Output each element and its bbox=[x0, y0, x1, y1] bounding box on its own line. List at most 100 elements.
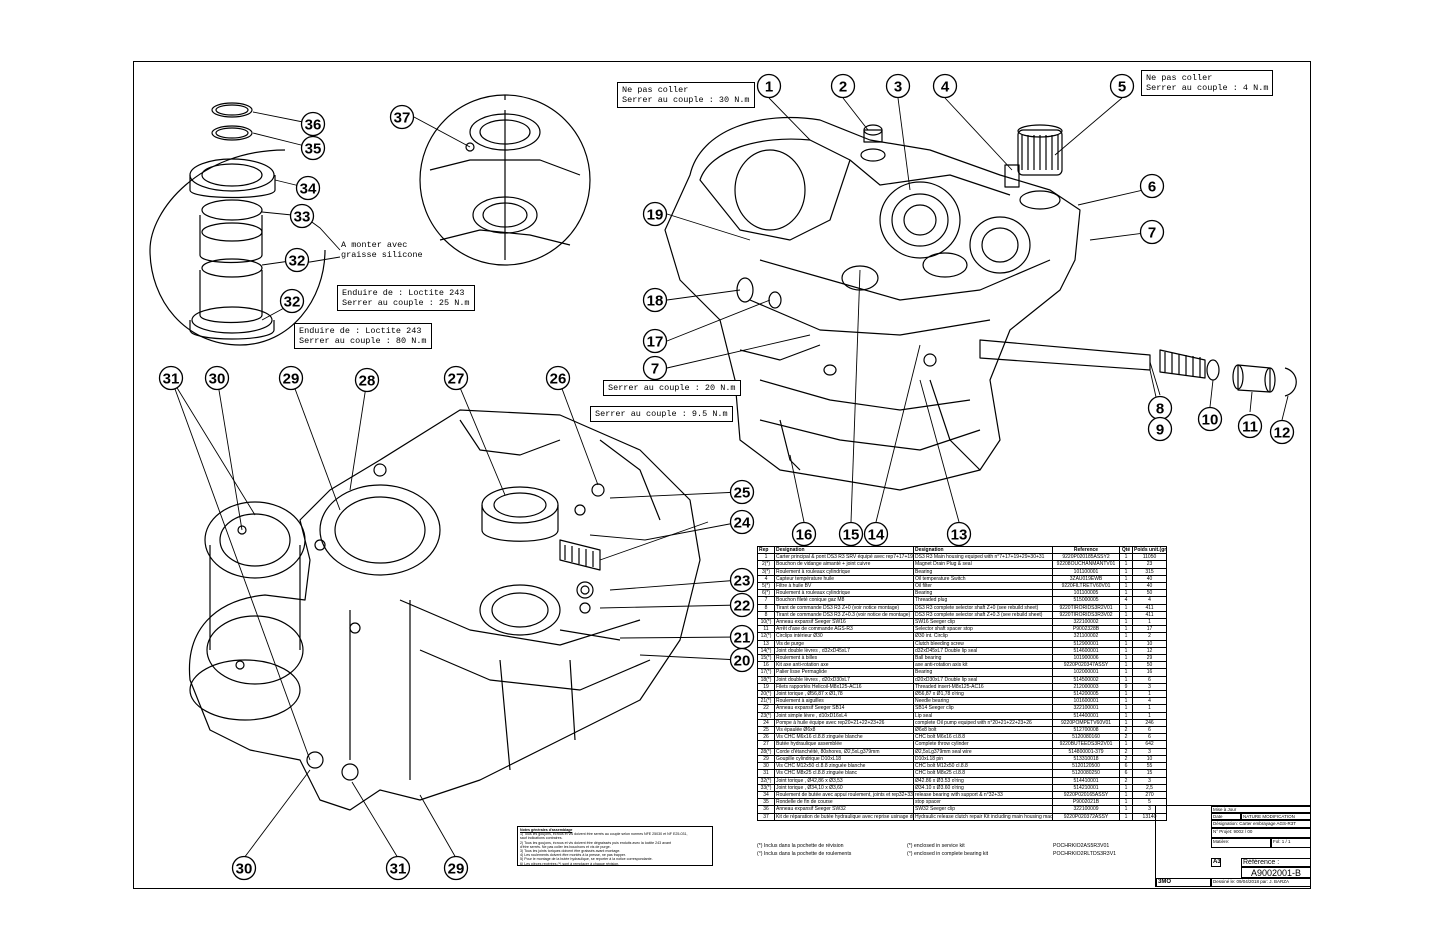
parts-cell-designation-en: Bearing bbox=[913, 589, 1053, 598]
tb-format: A3 bbox=[1211, 858, 1221, 867]
parts-cell-weight: 3 bbox=[1132, 776, 1167, 785]
parts-cell-reference: 9220TIRORIDS3R2V01 bbox=[1052, 603, 1120, 612]
parts-cell-qty: 6 bbox=[1119, 762, 1133, 771]
callout-circle bbox=[385, 855, 411, 881]
callout-circle bbox=[756, 73, 782, 99]
parts-cell-weight: 10 bbox=[1132, 639, 1167, 648]
parts-cell-designation-en: DS3 R3 Main housing equiped with n°7+17+… bbox=[913, 553, 1053, 562]
parts-cell-reference: 514200005 bbox=[1052, 690, 1120, 699]
callout-number: 13 bbox=[951, 527, 968, 544]
callout-number: 2 bbox=[839, 79, 847, 96]
callout-circle bbox=[642, 355, 668, 381]
parts-cell-reference: 514210001 bbox=[1052, 783, 1120, 792]
parts-cell-designation-en: Ø56,87 x Ø1,78 o'ring bbox=[913, 690, 1053, 699]
note-torque-4: Ne pas coller Serrer au couple : 4 N.m bbox=[1141, 70, 1274, 96]
callout-circle bbox=[1197, 406, 1223, 432]
callout-circle bbox=[204, 365, 230, 391]
parts-cell-rep: 32(*) bbox=[757, 776, 775, 785]
tb-date-label: Date bbox=[1211, 813, 1241, 820]
parts-cell-designation-fr: Capteur température huile bbox=[774, 574, 914, 584]
note-torque-30: Ne pas coller Serrer au couple : 30 N.m bbox=[617, 82, 755, 108]
callout-number: 30 bbox=[209, 371, 226, 388]
callout-number: 29 bbox=[283, 371, 300, 388]
parts-cell-rep: 30 bbox=[757, 762, 775, 771]
parts-cell-designation-en: Threaded plug bbox=[913, 596, 1053, 605]
callout-circle bbox=[443, 855, 469, 881]
parts-cell-designation-en: Bearing bbox=[913, 668, 1053, 677]
callout-number: 18 bbox=[647, 293, 664, 310]
tb-project: N° Projet: 9002 / 00 bbox=[1211, 828, 1311, 838]
parts-cell-qty: 1 bbox=[1119, 646, 1133, 656]
parts-cell-designation-fr: Anneau expansif Seeger SB14 bbox=[774, 704, 914, 713]
callout-circle bbox=[300, 111, 326, 137]
parts-cell-reference: 322100001 bbox=[1052, 704, 1120, 713]
parts-cell-weight: 1 bbox=[1132, 704, 1167, 713]
parts-cell-designation-en: Needle bearing bbox=[913, 697, 1053, 706]
parts-cell-weight: 642 bbox=[1132, 740, 1167, 749]
parts-cell-qty: 1 bbox=[1119, 654, 1133, 663]
callout-circle bbox=[729, 592, 755, 618]
parts-cell-designation-fr: Joint torique , Ø56,87 x Ø1,78 bbox=[774, 690, 914, 699]
callout-number: 35 bbox=[305, 141, 322, 158]
parts-cell-weight: 4 bbox=[1132, 697, 1167, 706]
parts-cell-designation-fr: Vis CHC M6x16 cl.8.8 zinguée blanche bbox=[774, 733, 914, 742]
parts-cell-qty: 1 bbox=[1119, 697, 1133, 706]
header-designation-en: Designation bbox=[913, 545, 1053, 555]
parts-cell-weight: 5 bbox=[1132, 798, 1167, 807]
parts-cell-qty: 1 bbox=[1119, 790, 1133, 800]
callout-circle bbox=[642, 287, 668, 313]
note-silicone: A monter avec graisse silicone bbox=[341, 240, 423, 260]
callout-number: 3 bbox=[894, 79, 902, 96]
tb-designation: Désignation: Carter embrayage AGS-R3T bbox=[1211, 820, 1311, 828]
callout-circle bbox=[1147, 416, 1173, 442]
parts-cell-designation-fr: Tirant de commande DS3 R3 Z+0.3 (voir no… bbox=[774, 610, 914, 620]
parts-cell-qty: 1 bbox=[1119, 618, 1133, 627]
parts-cell-reference: 513310018 bbox=[1052, 754, 1120, 764]
parts-cell-designation-en: Magnet Drain Plug & seal bbox=[913, 560, 1053, 569]
assembly-notes: Notes générales d'assemblage 1) Tous les… bbox=[517, 826, 713, 866]
parts-cell-designation-fr: Roulement de butée avec appui roulement,… bbox=[774, 790, 914, 800]
parts-cell-rep: 17(*) bbox=[757, 668, 775, 677]
parts-cell-qty: 9 bbox=[1119, 682, 1133, 692]
parts-cell-weight: 40 bbox=[1132, 582, 1167, 591]
parts-cell-designation-fr: Carter principal & pont DS3 R3 SRV équip… bbox=[774, 553, 914, 562]
parts-cell-weight: 1 bbox=[1132, 690, 1167, 699]
parts-cell-reference: 102000001 bbox=[1052, 668, 1120, 677]
parts-cell-qty: 4 bbox=[1119, 596, 1133, 605]
assembly-note-line: 1) Tous les goujons, écrous et vis doive… bbox=[520, 832, 688, 837]
callout-number: 7 bbox=[651, 361, 659, 378]
legend-row: (*) Inclus dans la pochette de révision … bbox=[757, 842, 1116, 850]
parts-cell-rep: 29 bbox=[757, 754, 775, 764]
parts-cell-designation-en: CHC bolt M12x50 cl.8.8 bbox=[913, 762, 1053, 771]
repair-kit-detail bbox=[419, 94, 591, 266]
parts-cell-weight: 3 bbox=[1132, 747, 1167, 756]
parts-cell-weight: 12 bbox=[1132, 646, 1167, 656]
parts-cell-designation-fr: Filets rapportés Helicoil-M8x125-AC16 bbox=[774, 682, 914, 692]
parts-cell-reference: 9220P020185ASSY2 bbox=[1052, 553, 1120, 562]
parts-cell-designation-fr: Vis épaulée Ø6x8 bbox=[774, 726, 914, 735]
parts-row: 2(*)Bouchon de vidange aimanté + joint c… bbox=[757, 560, 1167, 569]
parts-cell-designation-fr: Pompe à huile équipe avec rep20+21+22+23… bbox=[774, 718, 914, 728]
parts-cell-weight: 11050 bbox=[1132, 553, 1167, 562]
parts-cell-qty: 2 bbox=[1119, 754, 1133, 764]
parts-cell-rep: 8 bbox=[757, 610, 775, 620]
parts-cell-weight: 50 bbox=[1132, 661, 1167, 670]
parts-cell-qty: 1 bbox=[1119, 711, 1133, 720]
parts-cell-designation-fr: Roulement à rouleaux cylindrique bbox=[774, 589, 914, 598]
main-housing-upper bbox=[664, 116, 1297, 491]
parts-cell-designation-en: Lip seal bbox=[913, 711, 1053, 720]
legend-fr: (*) Inclus dans la pochette de révision bbox=[757, 843, 844, 849]
parts-cell-designation-en: Selector shaft spacer stop bbox=[913, 625, 1053, 634]
